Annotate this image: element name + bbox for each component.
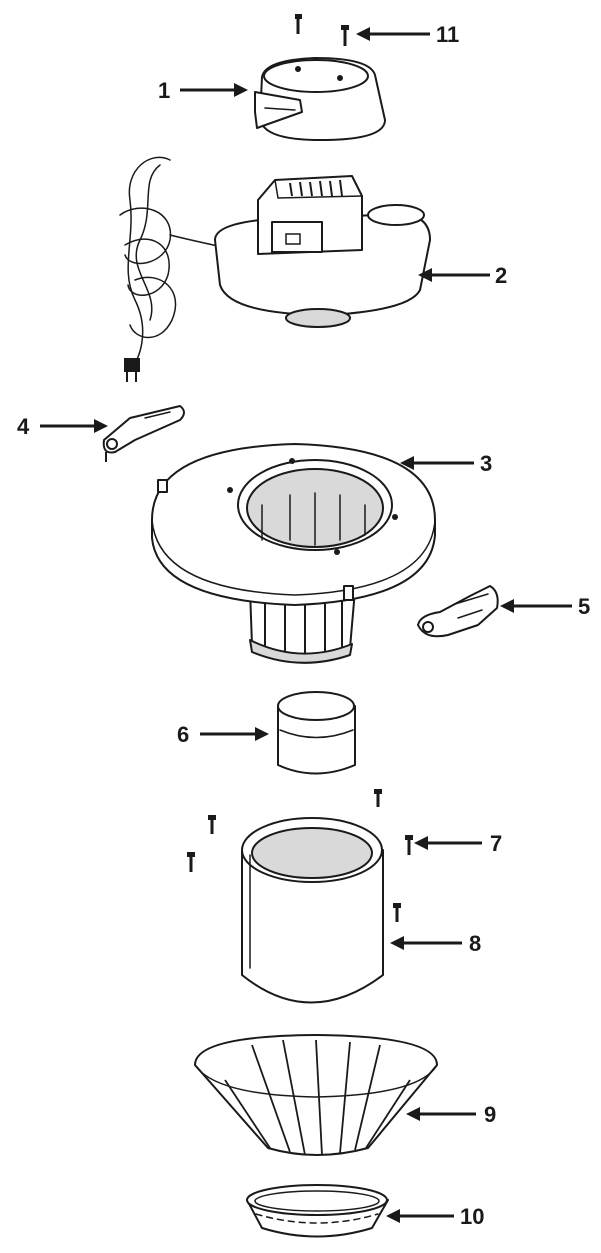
callout-arrows [40,27,572,1223]
part-5-right-latch [417,585,499,638]
part-label-1: 1 [158,78,170,103]
part-label-5: 5 [578,594,590,619]
part-label-9: 9 [484,1102,496,1127]
part-9-cone [194,1034,438,1156]
part-label-11: 11 [436,22,459,47]
part-label-10: 10 [460,1204,484,1229]
part-4-left-latch [102,405,185,462]
part-3-filter-cage [151,443,436,664]
part-10-base-ring [246,1184,389,1238]
part-labels: 11 1 2 4 3 5 6 7 8 9 10 [17,22,590,1229]
part-label-4: 4 [17,414,30,439]
part-label-6: 6 [177,722,189,747]
part-8-sleeve [241,817,384,1004]
part-label-7: 7 [490,831,502,856]
part-label-3: 3 [480,451,492,476]
part-2-motor-head [119,156,431,382]
part-label-2: 2 [495,263,507,288]
part-6-filter [277,691,356,775]
part-11-screws [295,14,349,46]
part-label-8: 8 [469,931,481,956]
part-1-top-cap [254,57,386,141]
